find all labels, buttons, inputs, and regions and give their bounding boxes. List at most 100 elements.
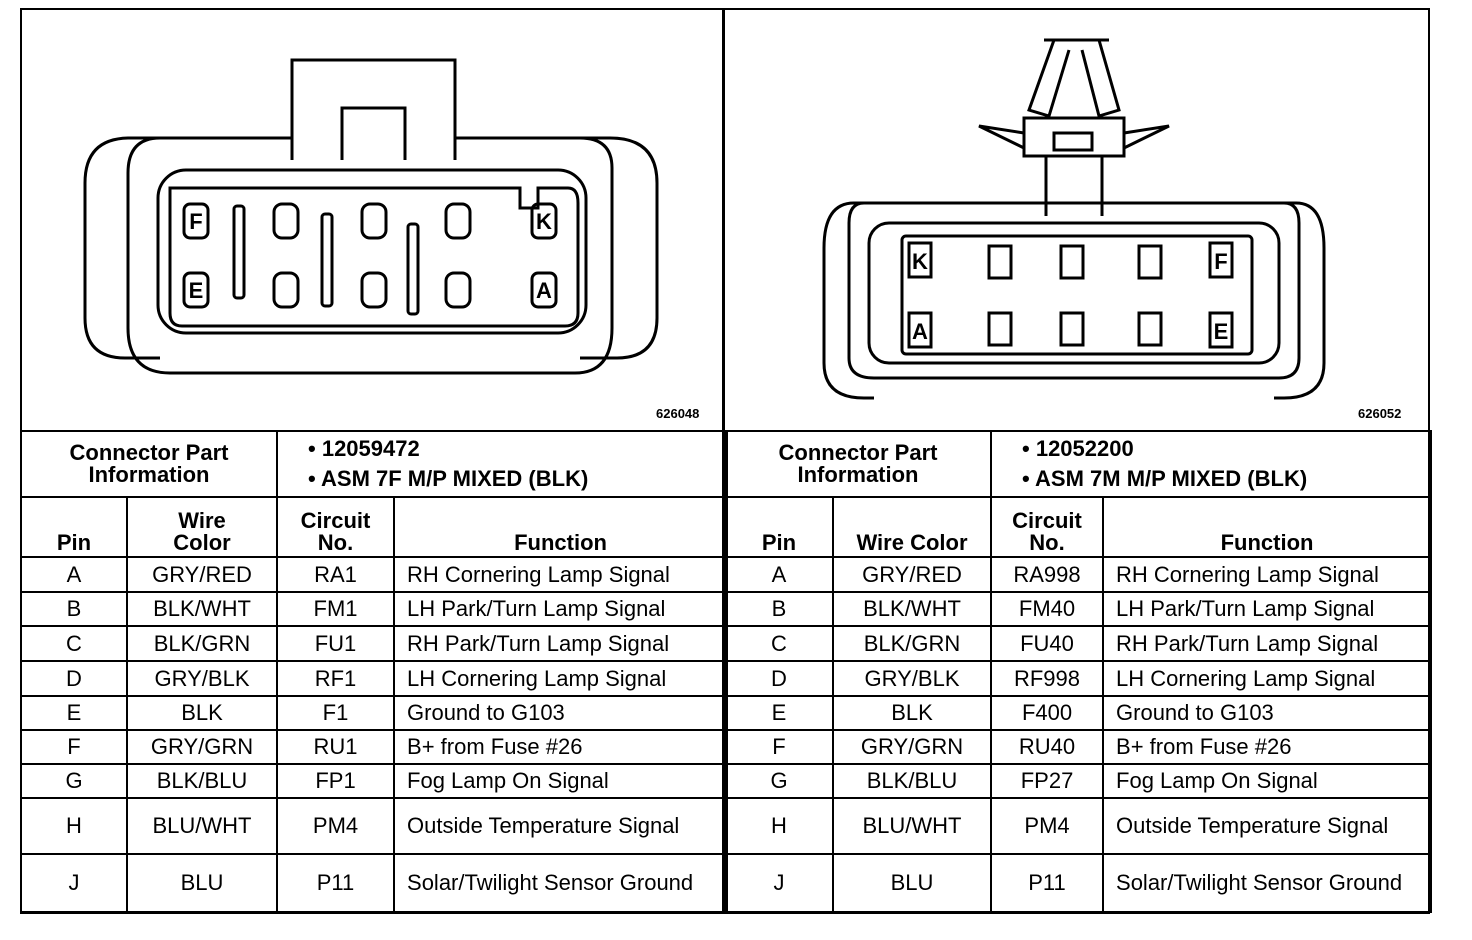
- cell-wire-color: BLU: [831, 853, 993, 913]
- cell-function: B+ from Fuse #26: [393, 729, 729, 765]
- part-info-values: • 12052200 • ASM 7M M/P MIXED (BLK): [990, 430, 1433, 498]
- left-figure-code: 626048: [656, 406, 700, 421]
- cell-wire-color: BLK/GRN: [831, 625, 993, 662]
- cell-wire-color: BLK: [831, 695, 993, 731]
- right-pin-label-bottom-right: E: [1214, 319, 1229, 344]
- part-description: • ASM 7M M/P MIXED (BLK): [1022, 466, 1308, 491]
- cell-circuit: F1: [276, 695, 396, 731]
- cell-function: Solar/Twilight Sensor Ground: [1102, 853, 1433, 913]
- header-function: Function: [1102, 496, 1433, 558]
- cell-pin: G: [20, 763, 128, 799]
- cell-wire-color: BLK/WHT: [125, 591, 279, 627]
- cell-pin: J: [20, 853, 128, 913]
- cell-pin: H: [20, 797, 128, 855]
- cell-circuit: PM4: [990, 797, 1105, 855]
- cell-wire-color: BLU/WHT: [831, 797, 993, 855]
- cell-function: Outside Temperature Signal: [1102, 797, 1433, 855]
- male-connector-illustration: K A F E: [822, 38, 1326, 400]
- cell-pin: H: [724, 797, 834, 855]
- cell-pin: A: [724, 556, 834, 593]
- cell-circuit: RF998: [990, 660, 1105, 697]
- right-figure-code: 626052: [1358, 406, 1402, 421]
- cell-function: Solar/Twilight Sensor Ground: [393, 853, 729, 913]
- right-connector-drawing: K A F E 626052: [724, 8, 1430, 430]
- cell-wire-color: GRY/GRN: [125, 729, 279, 765]
- cell-function: RH Cornering Lamp Signal: [393, 556, 729, 593]
- cell-wire-color: BLK/WHT: [831, 591, 993, 627]
- cell-function: Fog Lamp On Signal: [393, 763, 729, 799]
- cell-pin: B: [20, 591, 128, 627]
- cell-function: LH Park/Turn Lamp Signal: [1102, 591, 1433, 627]
- cell-circuit: FM40: [990, 591, 1105, 627]
- header-pin: Pin: [724, 496, 834, 558]
- part-info-values: • 12059472 • ASM 7F M/P MIXED (BLK): [276, 430, 729, 498]
- left-pin-label-bottom-left: E: [189, 278, 204, 303]
- cell-circuit: FP1: [276, 763, 396, 799]
- cell-function: LH Park/Turn Lamp Signal: [393, 591, 729, 627]
- part-description: • ASM 7F M/P MIXED (BLK): [308, 466, 589, 491]
- cell-wire-color: BLU: [125, 853, 279, 913]
- cell-circuit: RA998: [990, 556, 1105, 593]
- cell-circuit: RA1: [276, 556, 396, 593]
- cell-pin: J: [724, 853, 834, 913]
- female-connector-illustration: F E K A: [83, 58, 659, 375]
- part-number: • 12059472: [308, 436, 420, 461]
- cell-wire-color: GRY/RED: [125, 556, 279, 593]
- cell-wire-color: GRY/GRN: [831, 729, 993, 765]
- cell-circuit: RU1: [276, 729, 396, 765]
- cell-circuit: FU1: [276, 625, 396, 662]
- cell-pin: E: [20, 695, 128, 731]
- cell-function: Ground to G103: [393, 695, 729, 731]
- cell-wire-color: GRY/BLK: [831, 660, 993, 697]
- cell-circuit: F400: [990, 695, 1105, 731]
- cell-pin: F: [724, 729, 834, 765]
- cell-circuit: FU40: [990, 625, 1105, 662]
- header-pin: Pin: [20, 496, 128, 558]
- cell-circuit: P11: [276, 853, 396, 913]
- cell-pin: G: [724, 763, 834, 799]
- cell-function: RH Park/Turn Lamp Signal: [1102, 625, 1433, 662]
- header-function: Function: [393, 496, 729, 558]
- cell-pin: D: [20, 660, 128, 697]
- cell-function: RH Park/Turn Lamp Signal: [393, 625, 729, 662]
- left-connector-drawing: F E K A 626048: [20, 8, 726, 430]
- cell-pin: C: [20, 625, 128, 662]
- cell-wire-color: BLK/GRN: [125, 625, 279, 662]
- right-pin-label-top-left: K: [912, 249, 928, 274]
- cell-pin: D: [724, 660, 834, 697]
- cell-circuit: RU40: [990, 729, 1105, 765]
- cell-wire-color: BLK/BLU: [125, 763, 279, 799]
- cell-pin: F: [20, 729, 128, 765]
- cell-pin: A: [20, 556, 128, 593]
- left-pin-label-top-left: F: [189, 209, 202, 234]
- left-pin-label-bottom-right: A: [536, 278, 552, 303]
- cell-wire-color: GRY/BLK: [125, 660, 279, 697]
- part-number: • 12052200: [1022, 436, 1134, 461]
